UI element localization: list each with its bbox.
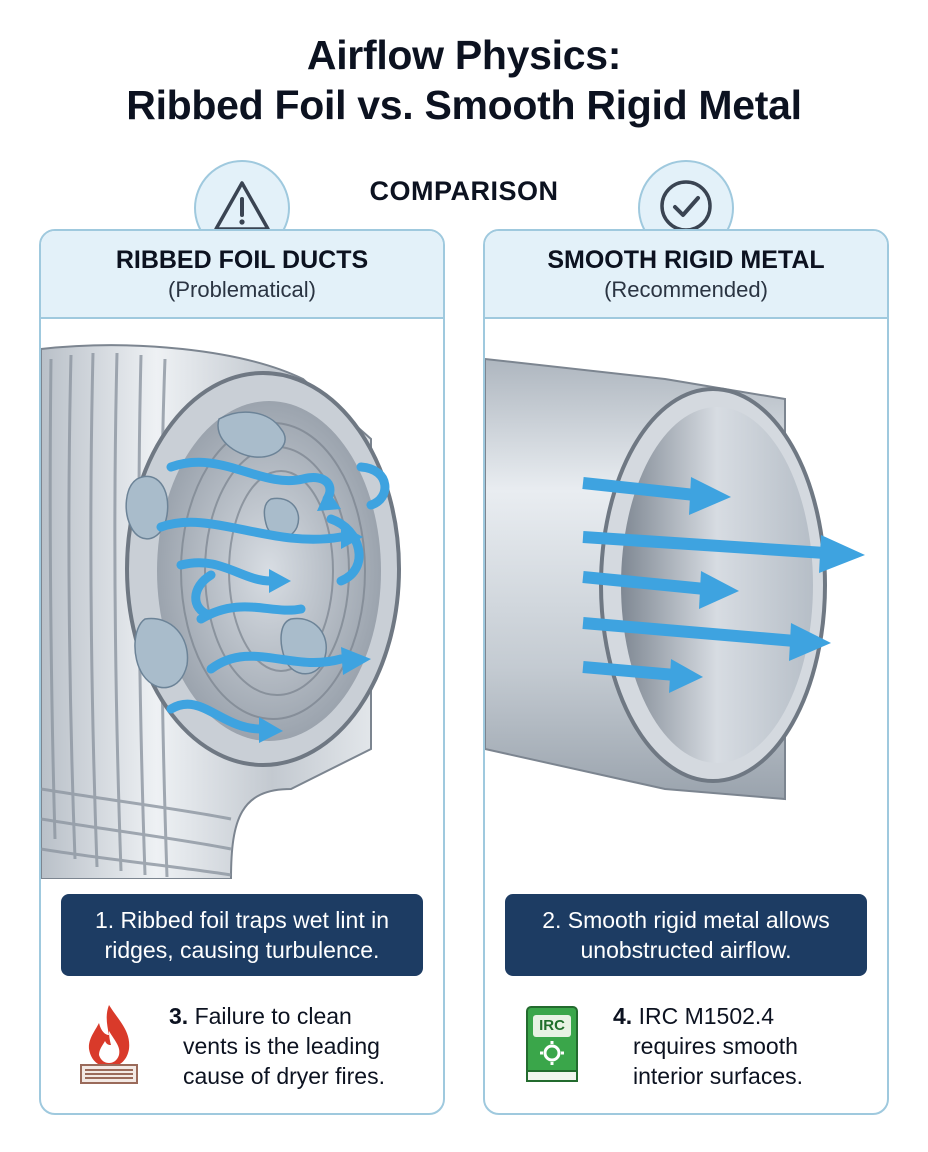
fire-vent-icon [79, 1001, 139, 1092]
smooth-metal-illustration [485, 319, 887, 879]
ribbed-foil-heading: RIBBED FOIL DUCTS [115, 246, 369, 274]
title-line-2: Ribbed Foil vs. Smooth Rigid Metal [126, 82, 802, 128]
title-line-1: Airflow Physics: [306, 32, 622, 78]
irc-code-book-icon: IRC [523, 1001, 583, 1092]
fact-line-1: Failure to clean [194, 1003, 352, 1029]
turbulent-airflow-arrows [156, 457, 390, 734]
page-title: Airflow Physics: Ribbed Foil vs. Smooth … [0, 30, 928, 130]
fact-number-3: 3. [169, 1003, 189, 1029]
irc-book-label: IRC [539, 1017, 565, 1034]
ribbed-foil-note: 1. Ribbed foil traps wet lint in ridges,… [61, 894, 423, 976]
fact-line-2: requires smooth [633, 1033, 798, 1059]
smooth-metal-note: 2. Smooth rigid metal allows unobstructe… [505, 894, 867, 976]
smooth-airflow-arrows [582, 477, 826, 681]
ribbed-foil-fact: 3. Failure to clean vents is the leading… [169, 1001, 385, 1091]
fact-line-3: interior surfaces. [633, 1063, 804, 1089]
warning-triangle-icon [212, 179, 272, 238]
fact-line-2: vents is the leading [183, 1033, 380, 1059]
ribbed-foil-subheading: (Problematical) [168, 277, 316, 302]
smooth-metal-header: SMOOTH RIGID METAL (Recommended) [485, 231, 887, 319]
fact-line-1: IRC M1502.4 [638, 1003, 775, 1029]
smooth-metal-heading: SMOOTH RIGID METAL [547, 246, 825, 274]
ribbed-foil-illustration [41, 319, 443, 879]
smooth-metal-fact: 4. IRC M1502.4 requires smooth interior … [613, 1001, 803, 1091]
ribbed-foil-panel: RIBBED FOIL DUCTS (Problematical) [39, 229, 445, 1115]
smooth-metal-subheading: (Recommended) [604, 277, 768, 302]
ribbed-foil-header: RIBBED FOIL DUCTS (Problematical) [41, 231, 443, 319]
smooth-metal-panel: SMOOTH RIGID METAL (Recommended) [483, 229, 889, 1115]
comparison-label: COMPARISON [369, 176, 559, 206]
fact-number-4: 4. [613, 1003, 633, 1029]
fact-line-3: cause of dryer fires. [183, 1063, 385, 1089]
